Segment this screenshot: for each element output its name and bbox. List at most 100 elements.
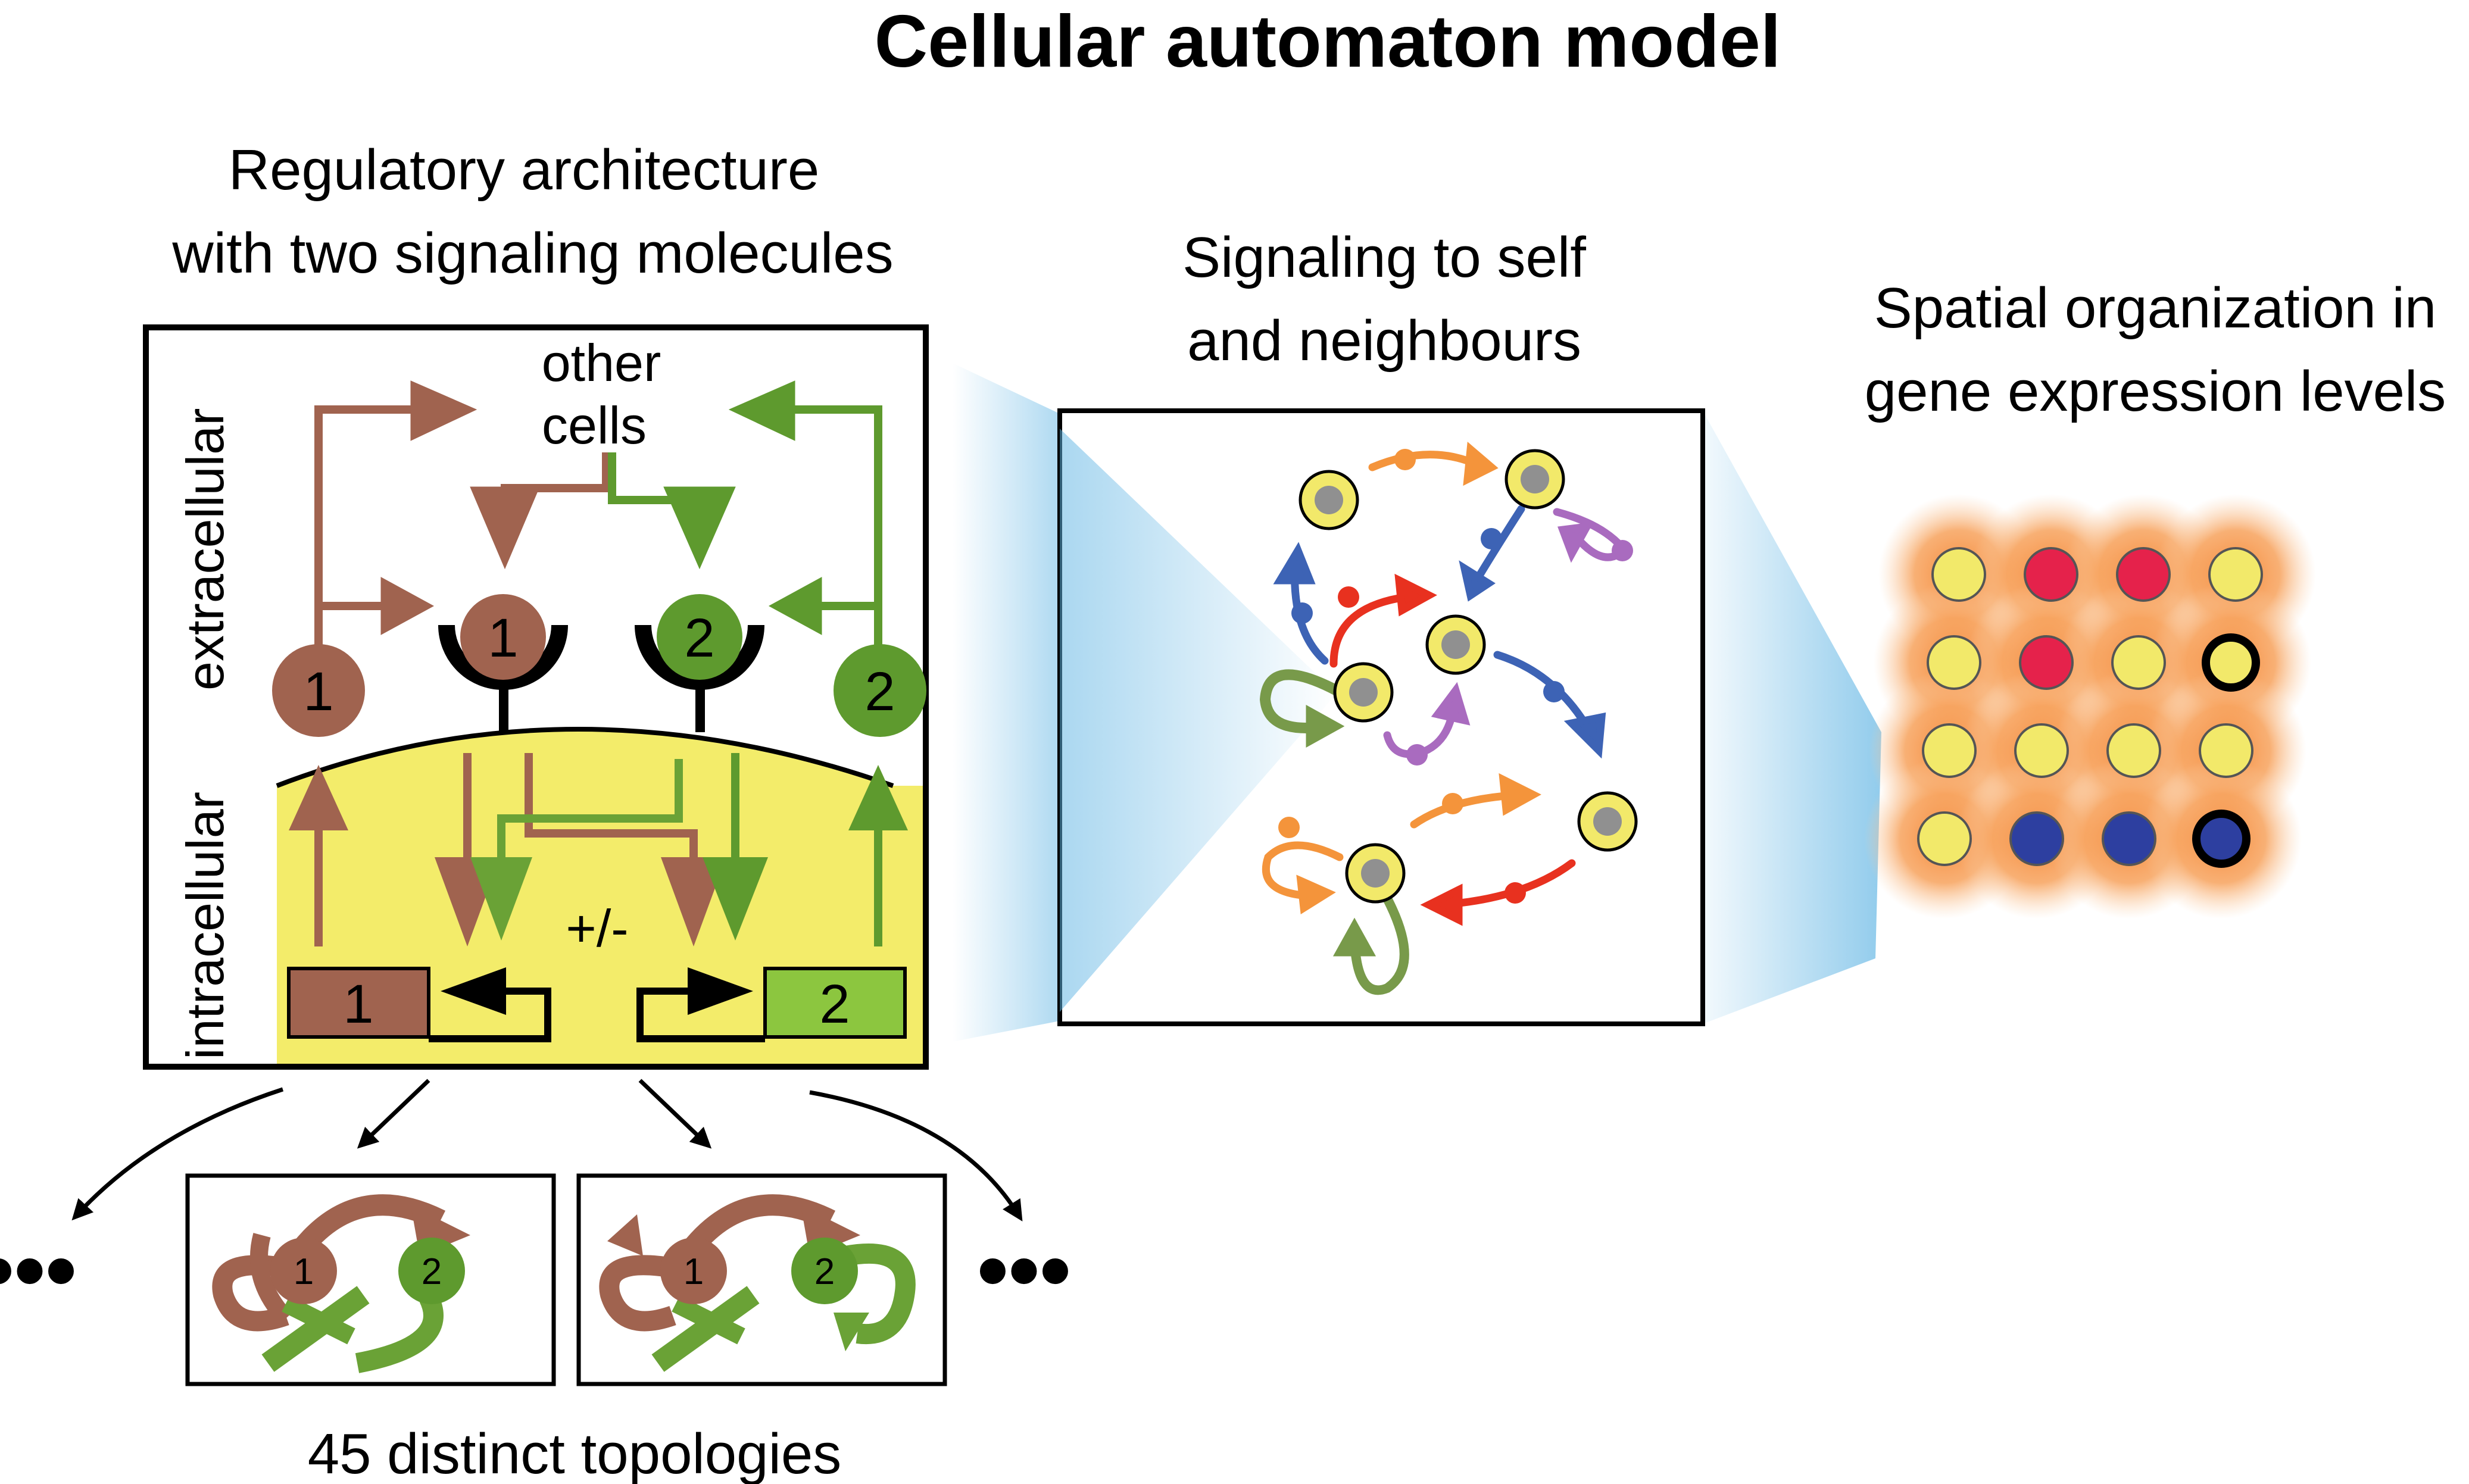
molecule-2-bound-label: 2 bbox=[684, 608, 714, 668]
topology-2-self-loop-1 bbox=[599, 1255, 676, 1332]
topology-2-self-loop-1-head bbox=[607, 1214, 643, 1256]
promoter-1-arrowhead bbox=[441, 967, 506, 1015]
signaling-panel: Signaling to self and neighbours bbox=[1057, 226, 1705, 1026]
arrow-green-self-bottom bbox=[1350, 888, 1409, 995]
signaling-cell bbox=[1345, 843, 1406, 904]
topology-example-2 bbox=[576, 1173, 947, 1386]
cell-membrane bbox=[276, 727, 894, 788]
arrow-blue-right bbox=[1493, 651, 1591, 730]
spatial-cell-red bbox=[2019, 635, 2074, 690]
topology-2-node-1-label: 1 bbox=[683, 1251, 704, 1292]
promoter-2-arrowhead bbox=[688, 967, 753, 1015]
arrow-orange-top bbox=[1368, 451, 1481, 471]
topology-arrow-left bbox=[357, 1079, 430, 1149]
promoter-1 bbox=[429, 988, 551, 1042]
arrow-orange-top-head bbox=[1463, 441, 1499, 486]
spatial-cell-yellow bbox=[2202, 633, 2260, 692]
signaling-cell bbox=[1505, 449, 1565, 510]
topology-2-edge-2-to-1 bbox=[651, 1286, 760, 1372]
spatial-cell-grid bbox=[1917, 547, 2263, 868]
spatial-cell-yellow bbox=[1931, 547, 1986, 602]
regulation-sign-label: +/- bbox=[566, 899, 628, 958]
topology-1-edge-2-to-1 bbox=[261, 1286, 370, 1372]
topology-arrow-far-left bbox=[71, 1087, 284, 1221]
topology-1-node-1 bbox=[270, 1238, 337, 1304]
topology-2-node-2 bbox=[791, 1238, 858, 1304]
topology-1-edge-2-repress bbox=[355, 1293, 444, 1373]
zoom-cone-middle-inner bbox=[1060, 429, 1337, 1012]
topology-2-node-1 bbox=[660, 1238, 727, 1304]
figure-title: Cellular automaton model bbox=[875, 1, 1781, 83]
extracellular-label: extracellular bbox=[176, 408, 235, 691]
topology-2-edge-2-to-1-bar bbox=[672, 1295, 745, 1345]
receptor-1-stalk bbox=[499, 673, 508, 732]
molecule-2-secreted-label: 2 bbox=[864, 661, 895, 722]
ellipsis-right: ••• bbox=[977, 1220, 1071, 1320]
spatial-panel: Spatial organization in gene expression … bbox=[1864, 276, 2446, 919]
zoom-cone-right bbox=[1703, 411, 1881, 1024]
topology-1-node-2 bbox=[398, 1238, 465, 1304]
spatial-cell-yellow bbox=[2208, 547, 2263, 602]
spatial-cell-red bbox=[2024, 547, 2078, 602]
topology-2-node-2-label: 2 bbox=[814, 1251, 835, 1292]
spatial-cell-yellow bbox=[1917, 811, 1972, 866]
signaling-cells bbox=[1299, 449, 1638, 904]
topology-arrow-far-right bbox=[809, 1090, 1023, 1221]
topologies-caption: 45 distinct topologies bbox=[308, 1422, 842, 1484]
intracellular-label: intracellular bbox=[176, 792, 235, 1060]
brown-secretion-path bbox=[314, 380, 610, 646]
molecule-1-secreted-label: 1 bbox=[303, 661, 333, 722]
arrow-green-self-top bbox=[1259, 669, 1342, 733]
spatial-cell-blue bbox=[2102, 811, 2156, 866]
signaling-cell bbox=[1425, 614, 1486, 675]
spatial-heading-line1: Spatial organization in bbox=[1874, 276, 2437, 340]
spatial-cell-yellow bbox=[2106, 723, 2161, 778]
zoom-cone-left bbox=[953, 363, 1060, 1042]
signaling-cell bbox=[1299, 470, 1359, 530]
promoter-2 bbox=[636, 988, 765, 1042]
other-cells-label-line1: other bbox=[542, 333, 661, 392]
gene-2-label: 2 bbox=[819, 974, 850, 1035]
spatial-cell-yellow bbox=[2111, 635, 2166, 690]
other-cells-label-line2: cells bbox=[542, 396, 647, 455]
topology-1-self-loop-1b bbox=[250, 1233, 293, 1325]
receptor-2-stalk bbox=[695, 673, 705, 732]
topology-1-node-2-label: 2 bbox=[422, 1251, 442, 1292]
architecture-heading-line2: with two signaling molecules bbox=[171, 221, 893, 285]
topology-1-node-1-label: 1 bbox=[294, 1251, 314, 1292]
spatial-cell-blue bbox=[2009, 811, 2064, 866]
topology-2-self-loop-2-head bbox=[834, 1313, 869, 1351]
molecule-1-secreted bbox=[272, 644, 365, 737]
spatial-cell-yellow bbox=[2014, 723, 2069, 778]
spatial-cell-red bbox=[2116, 547, 2171, 602]
gene-1-box bbox=[287, 967, 430, 1039]
spatial-heading-line2: gene expression levels bbox=[1865, 360, 2446, 423]
topology-1-edge-2-to-1-bar bbox=[282, 1295, 355, 1345]
molecule-1-bound bbox=[460, 594, 546, 680]
architecture-panel: Regulatory architecture with two signali… bbox=[143, 138, 929, 1070]
signaling-cell bbox=[1333, 662, 1394, 723]
topology-2-self-loop-2 bbox=[843, 1244, 916, 1345]
signaling-heading-line1: Signaling to self bbox=[1182, 226, 1586, 289]
signaling-arrows bbox=[1259, 441, 1633, 995]
arrow-orange-self bbox=[1262, 841, 1344, 900]
topologies-section: ••• ••• 1 2 1 2 45 distinct topologies bbox=[0, 1079, 1071, 1484]
intracellular-arrows bbox=[289, 753, 908, 946]
green-secretion-path bbox=[608, 380, 882, 646]
ellipsis-left: ••• bbox=[0, 1220, 77, 1320]
gene-1-label: 1 bbox=[343, 974, 373, 1035]
topology-arrow-right bbox=[638, 1079, 712, 1149]
spatial-cell-blue bbox=[2192, 810, 2250, 868]
molecule-2-secreted bbox=[834, 644, 926, 737]
architecture-heading-line1: Regulatory architecture bbox=[229, 138, 819, 202]
molecule-2-bound bbox=[657, 594, 742, 680]
gene-2-box bbox=[763, 967, 907, 1039]
spatial-cell-yellow bbox=[1922, 723, 1977, 778]
signaling-cell bbox=[1577, 791, 1638, 852]
spatial-cell-yellow bbox=[2199, 723, 2253, 778]
spatial-cell-yellow bbox=[1927, 635, 1981, 690]
molecule-1-bound-label: 1 bbox=[488, 608, 518, 668]
topology-example-1 bbox=[185, 1173, 556, 1386]
signaling-heading-line2: and neighbours bbox=[1187, 309, 1581, 373]
